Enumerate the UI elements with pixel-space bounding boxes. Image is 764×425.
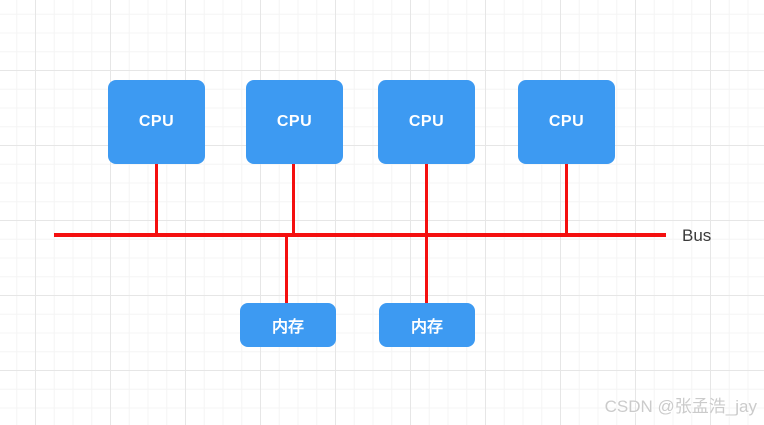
cpu-node-3: CPU: [378, 80, 475, 164]
cpu-node-4: CPU: [518, 80, 615, 164]
cpu-node-2: CPU: [246, 80, 343, 164]
connector-cpu4-bus: [565, 164, 568, 235]
connector-cpu1-bus: [155, 164, 158, 235]
cpu-node-1: CPU: [108, 80, 205, 164]
memory-node-2: 内存: [379, 303, 475, 347]
memory-node-2-label: 内存: [410, 319, 443, 336]
cpu-node-4-label: CPU: [548, 113, 585, 130]
connector-bus-memory1: [285, 235, 288, 303]
connector-cpu3-bus: [425, 164, 428, 235]
cpu-node-3-label: CPU: [408, 113, 445, 130]
bus-label: Bus: [682, 226, 712, 245]
csdn-watermark: CSDN @张孟浩_jay: [604, 397, 757, 416]
bus-line: [54, 233, 666, 237]
connector-cpu2-bus: [292, 164, 295, 235]
memory-node-1: 内存: [240, 303, 336, 347]
connector-bus-memory2: [425, 235, 428, 303]
cpu-node-1-label: CPU: [138, 113, 175, 130]
memory-node-1-label: 内存: [271, 319, 304, 336]
cpu-node-2-label: CPU: [276, 113, 313, 130]
